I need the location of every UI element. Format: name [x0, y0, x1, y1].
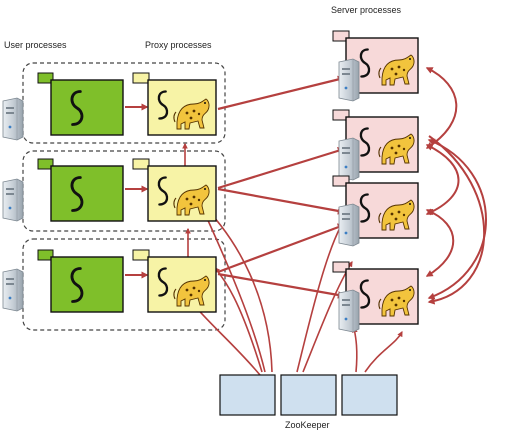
proxy-server-arrows: [217, 75, 346, 299]
user-process-3: [37, 249, 124, 313]
user-process-2: [37, 158, 124, 222]
proxy-processes-label: Proxy processes: [145, 40, 212, 50]
proxy-process-1: [132, 72, 217, 136]
server-process-2: [332, 109, 419, 181]
user-machine-1-icon: [2, 97, 24, 141]
server-machine-icon: [338, 289, 360, 333]
server-processes-label: Server processes: [331, 5, 402, 15]
server-machine-icon: [338, 58, 360, 102]
user-machine-3-icon: [2, 268, 24, 312]
server-machine-icon: [338, 137, 360, 181]
user-process-1: [37, 72, 124, 136]
zookeeper-label: ZooKeeper: [285, 420, 330, 430]
zookeeper-ensemble: [219, 374, 398, 416]
server-process-1: [332, 30, 419, 102]
server-machine-icon: [338, 203, 360, 247]
proxy-process-2: [132, 158, 217, 222]
zookeeper-node-3: [341, 374, 398, 416]
zookeeper-node-2: [280, 374, 337, 416]
server-process-3: [332, 175, 419, 247]
user-proxy-arrows: [125, 103, 149, 279]
server-process-4: [332, 261, 419, 333]
proxy-process-3: [132, 249, 217, 313]
user-machine-2-icon: [2, 178, 24, 222]
zookeeper-node-1: [219, 374, 276, 416]
server-peer-arrows: [425, 67, 487, 305]
user-proxy-group-3: [22, 238, 226, 331]
user-processes-label: User processes: [4, 40, 67, 50]
